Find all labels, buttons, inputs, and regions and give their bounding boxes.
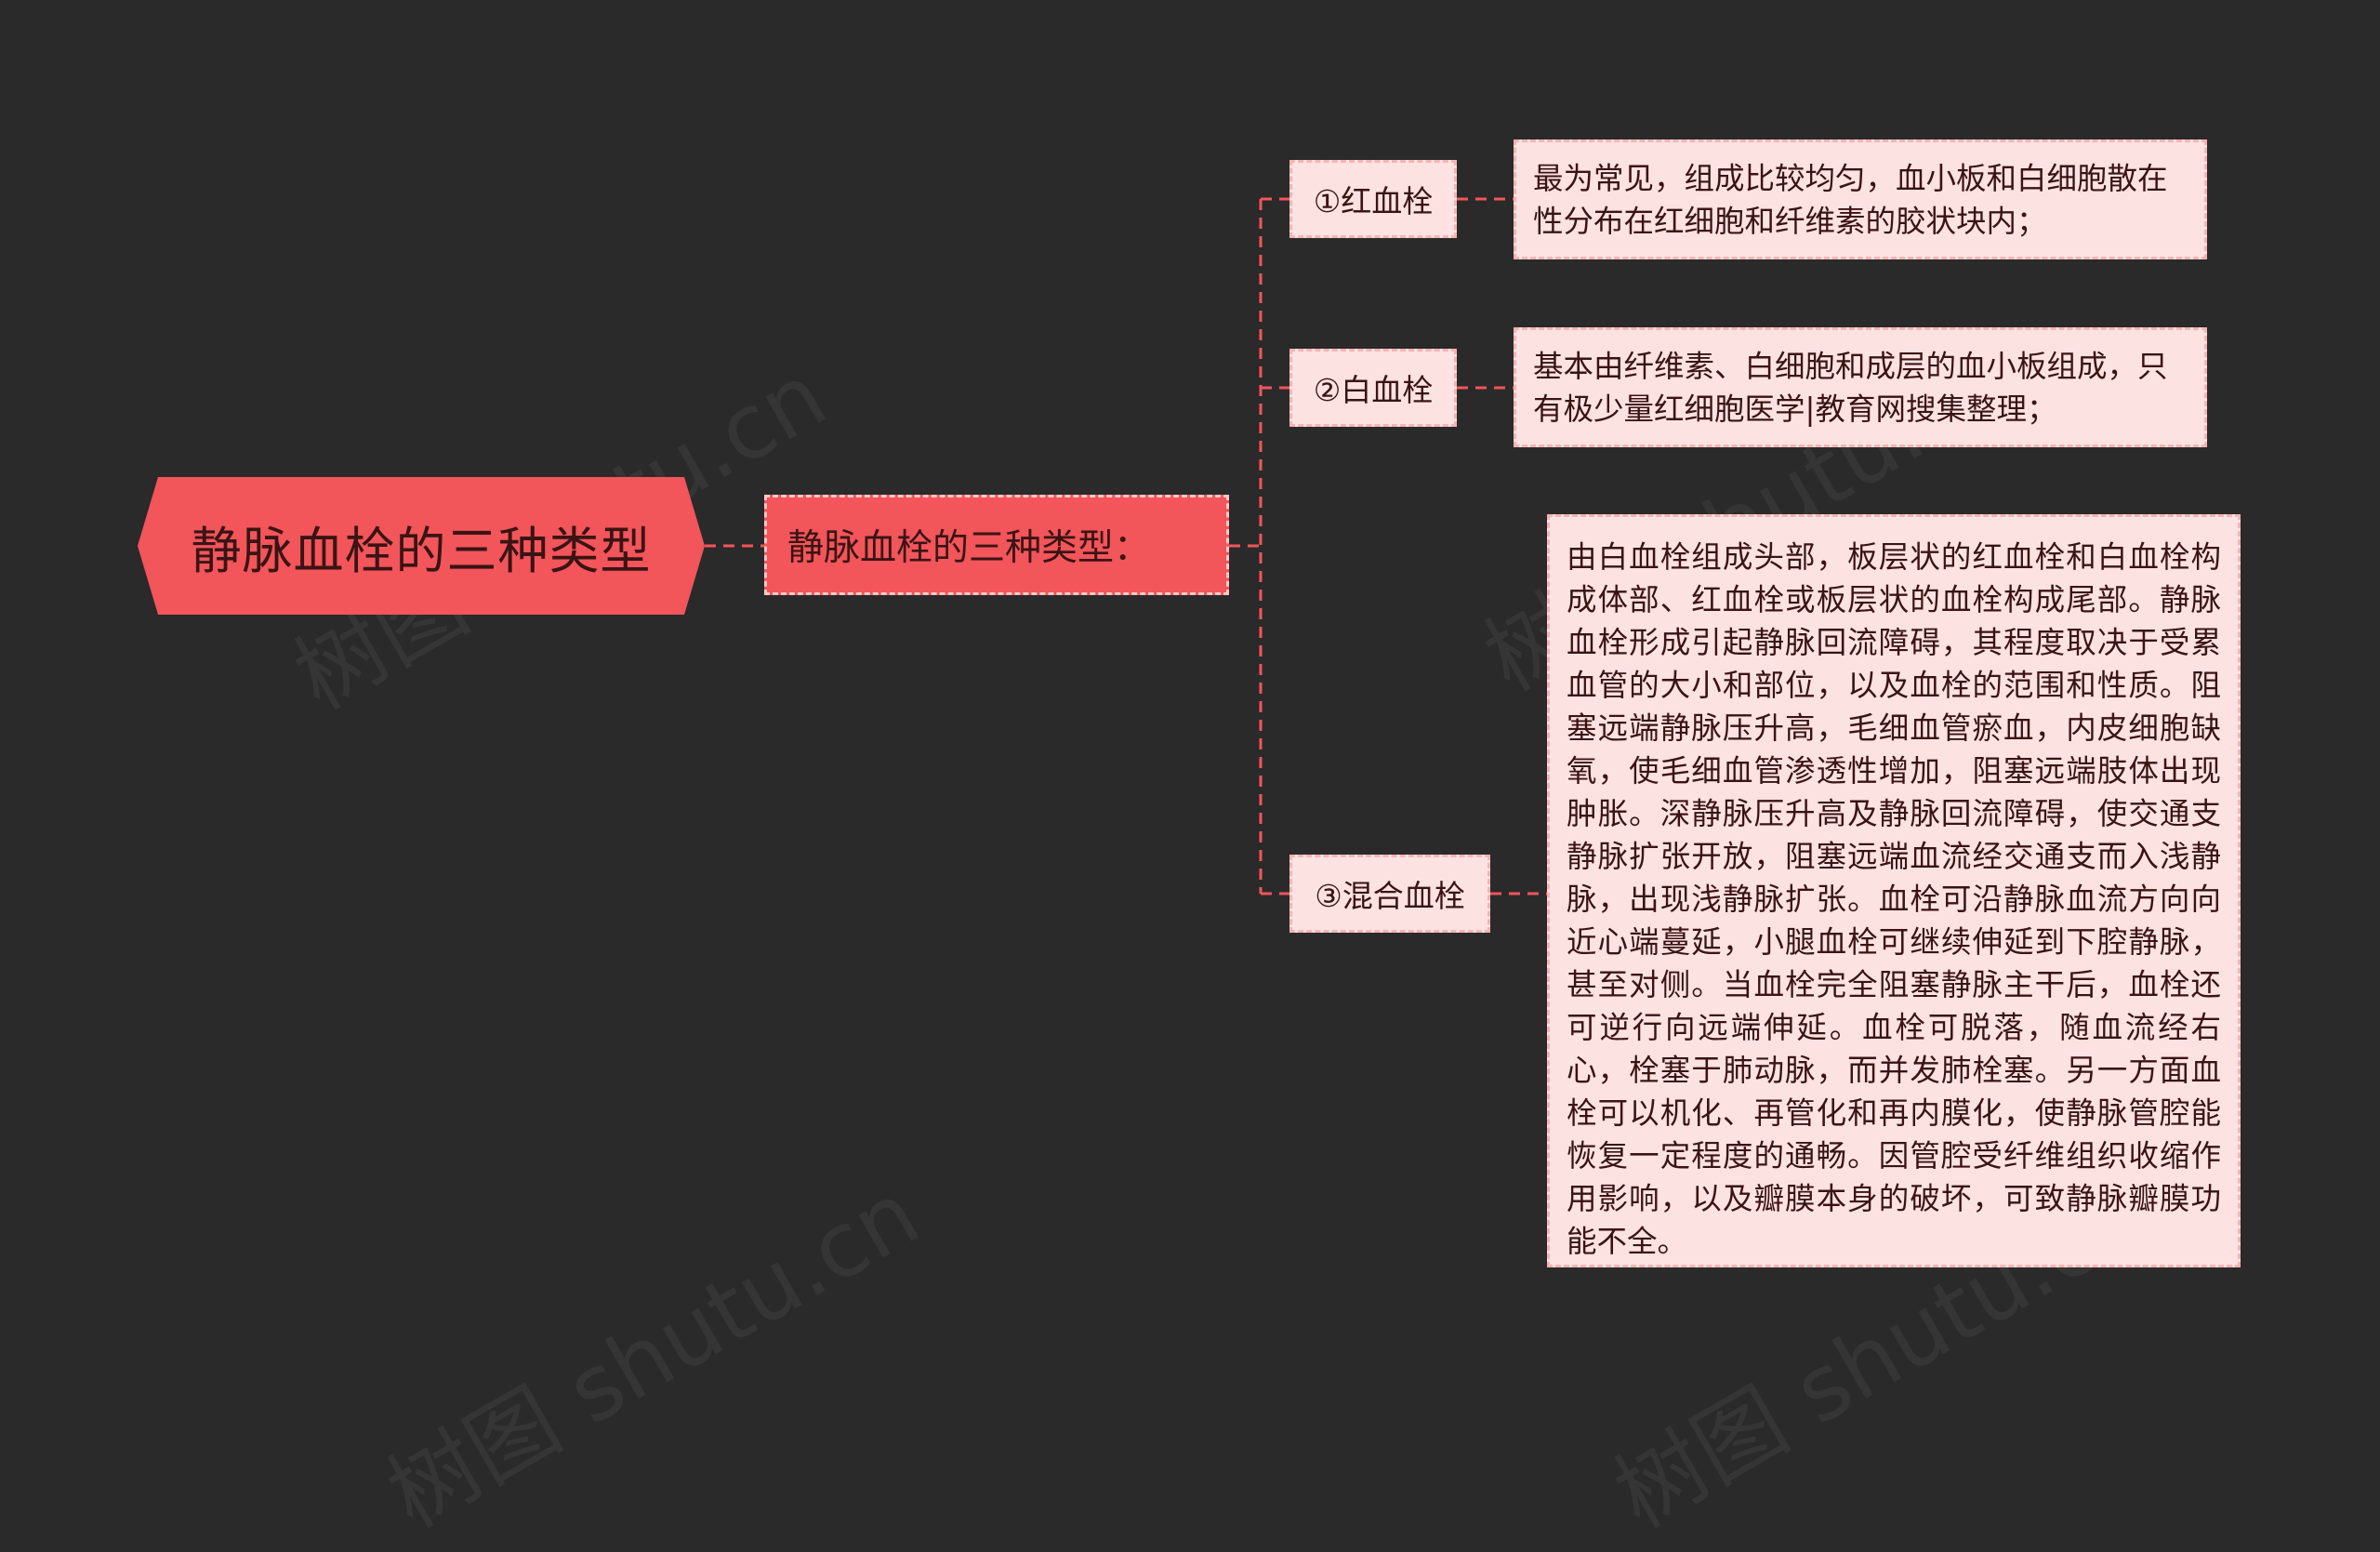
- root-topic[interactable]: 静脉血栓的三种类型: [138, 477, 705, 615]
- branch-label: ①红血栓: [1313, 183, 1434, 219]
- mind-map-canvas: 树图 shutu.cn 树图 shutu.cn 树图 shutu.cn 树图 s…: [0, 139, 2241, 1548]
- branch-label: ③混合血栓: [1315, 878, 1465, 914]
- root-topic-label: 静脉血栓的三种类型: [191, 521, 652, 580]
- detail-red-thrombus[interactable]: 最为常见，组成比较均匀，血小板和白细胞散在性分布在红细胞和纤维素的胶状块内；: [1514, 139, 2207, 259]
- branch-white-thrombus[interactable]: ②白血栓: [1289, 349, 1457, 427]
- detail-white-thrombus[interactable]: 基本由纤维素、白细胞和成层的血小板组成，只有极少量红细胞医学|教育网搜集整理；: [1514, 327, 2207, 447]
- detail-text: 由白血栓组成头部，板层状的红血栓和白血栓构成体部、红血栓或板层状的血栓构成尾部。…: [1567, 539, 2221, 1259]
- detail-text: 最为常见，组成比较均匀，血小板和白细胞散在性分布在红细胞和纤维素的胶状块内；: [1533, 161, 2168, 239]
- branch-red-thrombus[interactable]: ①红血栓: [1289, 160, 1457, 238]
- connector-subtopic-trunk: [1229, 199, 1263, 894]
- subtopic-label: 静脉血栓的三种类型：: [787, 527, 1151, 569]
- branch-mixed-thrombus[interactable]: ③混合血栓: [1289, 855, 1490, 933]
- subtopic-node[interactable]: 静脉血栓的三种类型：: [764, 495, 1229, 595]
- connector-lines: [705, 197, 1547, 895]
- detail-mixed-thrombus[interactable]: 由白血栓组成头部，板层状的红血栓和白血栓构成体部、红血栓或板层状的血栓构成尾部。…: [1547, 514, 2241, 1267]
- branch-label: ②白血栓: [1313, 372, 1434, 408]
- detail-text: 基本由纤维素、白细胞和成层的血小板组成，只有极少量红细胞医学|教育网搜集整理；: [1533, 349, 2168, 427]
